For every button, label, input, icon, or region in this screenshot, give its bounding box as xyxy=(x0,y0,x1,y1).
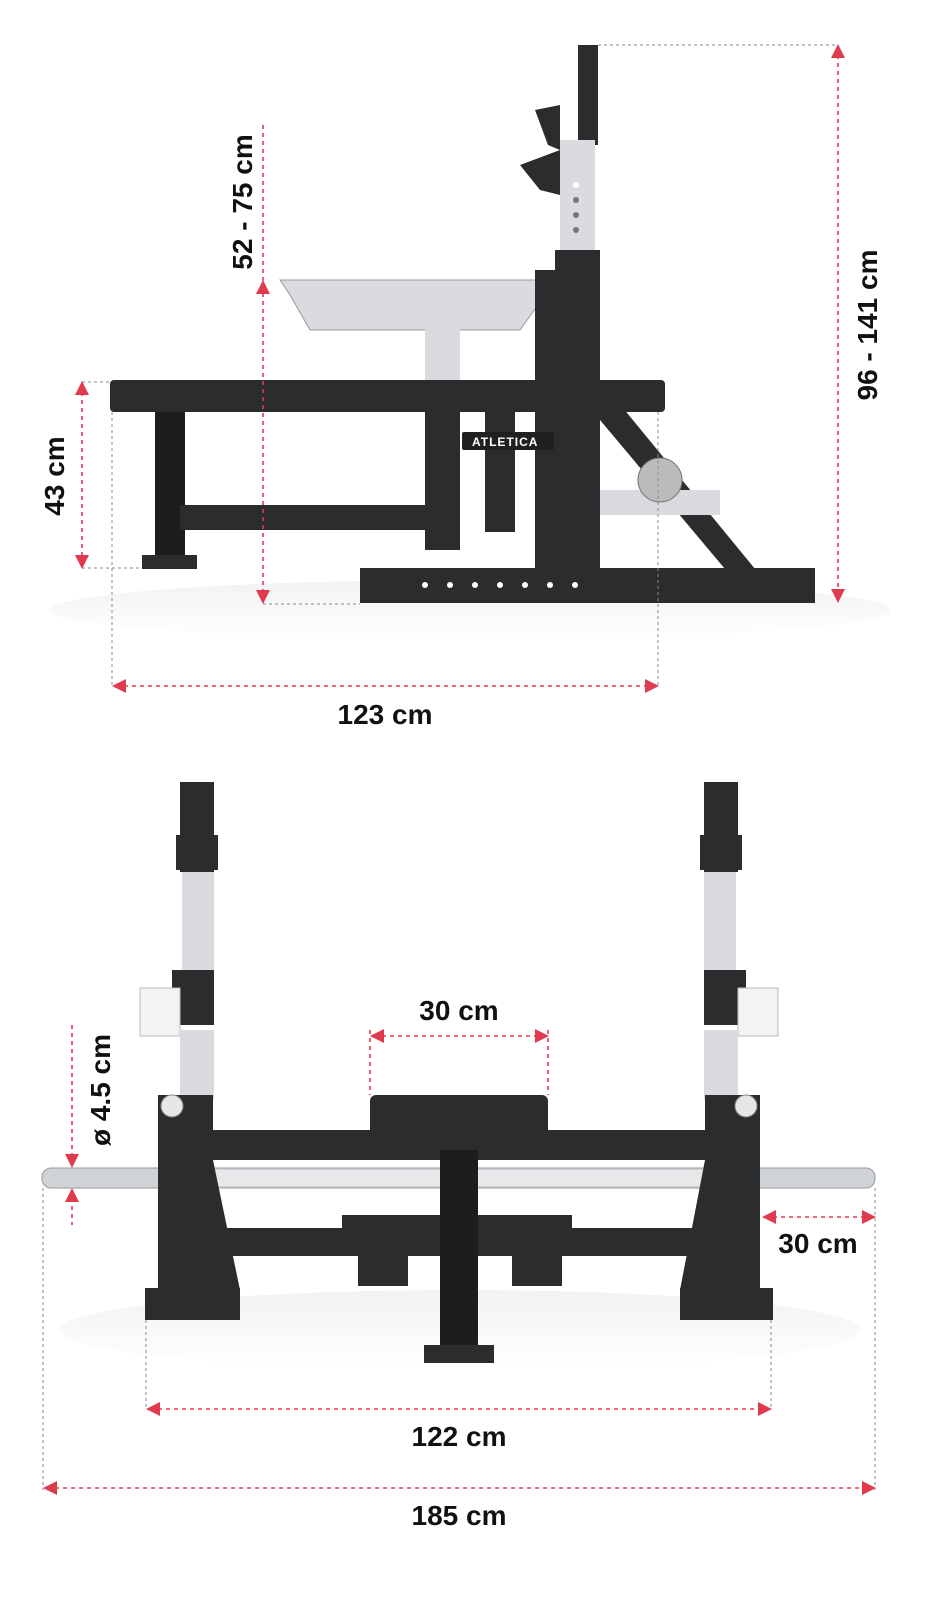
dim-frame-width: 122 cm xyxy=(145,1320,772,1452)
svg-text:185 cm: 185 cm xyxy=(412,1500,507,1531)
svg-text:52 - 75 cm: 52 - 75 cm xyxy=(227,134,258,269)
bench-front xyxy=(342,1095,572,1363)
dim-total-width: 185 cm xyxy=(42,1188,876,1531)
dim-bench-height: 43 cm xyxy=(39,381,142,569)
svg-text:ATLETICA: ATLETICA xyxy=(472,435,538,449)
dim-rack-height: 96 - 141 cm xyxy=(598,44,883,603)
svg-text:123 cm: 123 cm xyxy=(338,699,433,730)
svg-text:30 cm: 30 cm xyxy=(419,995,498,1026)
spotter-arm xyxy=(279,279,556,550)
svg-text:43 cm: 43 cm xyxy=(39,436,70,515)
dim-spotter-height: 52 - 75 cm xyxy=(227,125,360,605)
dim-bar-diameter: ø 4.5 cm xyxy=(65,1025,116,1225)
brand-logo: ATLETICA xyxy=(462,432,554,450)
rack-side xyxy=(360,45,815,603)
svg-text:96 - 141 cm: 96 - 141 cm xyxy=(852,250,883,401)
svg-text:ø 4.5 cm: ø 4.5 cm xyxy=(85,1034,116,1146)
svg-text:122 cm: 122 cm xyxy=(412,1421,507,1452)
dim-bench-length: 123 cm xyxy=(111,412,659,730)
svg-text:30 cm: 30 cm xyxy=(778,1228,857,1259)
dim-seat-width: 30 cm xyxy=(369,995,549,1095)
front-view: 30 cm ø 4.5 cm 30 cm 122 cm xyxy=(41,782,876,1531)
side-view: ATLETICA 96 - 141 cm 52 - 75 cm 43 cm xyxy=(39,44,890,730)
dim-sleeve-length: 30 cm xyxy=(762,1210,876,1259)
